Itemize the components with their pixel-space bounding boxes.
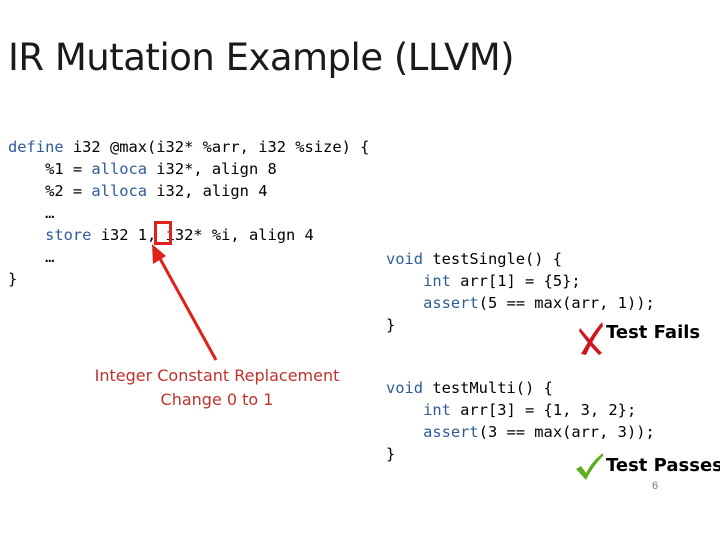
page-number: 6 <box>652 480 659 492</box>
code-line: } <box>8 268 369 290</box>
code-line: } <box>386 443 655 465</box>
code-text <box>386 294 423 312</box>
code-keyword: alloca <box>91 160 148 178</box>
code-line: %2 = alloca i32, align 4 <box>8 180 369 202</box>
test-fails-label: Test Fails <box>606 322 701 343</box>
code-text: %2 = <box>8 182 92 200</box>
code-text: %1 = <box>8 160 92 178</box>
code-text: (3 == max(arr, 3)); <box>478 423 655 441</box>
code-line: assert(3 == max(arr, 3)); <box>386 421 655 443</box>
code-line: define i32 @max(i32* %arr, i32 %size) { <box>8 136 369 158</box>
code-line: assert(5 == max(arr, 1)); <box>386 292 655 314</box>
code-line: void testSingle() { <box>386 248 655 270</box>
code-text: i32 1, i32* %i, align 4 <box>91 226 314 244</box>
code-text: arr[1] = {5}; <box>450 272 581 290</box>
code-keyword: define <box>8 138 64 156</box>
annotation-line: Change 0 to 1 <box>160 390 274 409</box>
code-line: } <box>386 314 655 336</box>
llvm-ir-code: define i32 @max(i32* %arr, i32 %size) { … <box>8 136 369 290</box>
code-text <box>386 272 423 290</box>
mutation-highlight-box <box>154 221 172 245</box>
code-text: } <box>8 270 18 288</box>
test-single-code: void testSingle() { int arr[1] = {5}; as… <box>386 248 655 336</box>
code-keyword: assert <box>423 294 479 312</box>
code-line: store i32 1, i32* %i, align 4 <box>8 224 369 246</box>
arrow-line <box>156 254 218 361</box>
code-keyword: int <box>423 272 451 290</box>
test-multi-code: void testMulti() { int arr[3] = {1, 3, 2… <box>386 377 655 465</box>
code-text: i32, align 4 <box>147 182 268 200</box>
slide-title: IR Mutation Example (LLVM) <box>8 36 515 79</box>
code-keyword: int <box>423 401 451 419</box>
code-line: int arr[1] = {5}; <box>386 270 655 292</box>
green-check-icon <box>576 453 603 480</box>
mutation-annotation: Integer Constant Replacement Change 0 to… <box>82 364 352 412</box>
code-line: … <box>8 202 369 224</box>
code-text <box>386 401 423 419</box>
code-keyword: assert <box>423 423 479 441</box>
arrow-head <box>152 244 166 264</box>
code-keyword: void <box>386 379 424 397</box>
code-keyword: store <box>45 226 92 244</box>
code-keyword: alloca <box>91 182 148 200</box>
code-text: i32 @max(i32* %arr, i32 %size) { <box>63 138 370 156</box>
code-text <box>386 423 423 441</box>
annotation-line: Integer Constant Replacement <box>94 366 340 385</box>
code-text: } <box>386 316 396 334</box>
code-text: … <box>8 204 55 222</box>
code-text: testMulti() { <box>423 379 553 397</box>
code-line: … <box>8 246 369 268</box>
code-keyword: void <box>386 250 424 268</box>
red-x-icon <box>579 322 603 355</box>
code-text: i32*, align 8 <box>147 160 277 178</box>
code-line: %1 = alloca i32*, align 8 <box>8 158 369 180</box>
code-text: arr[3] = {1, 3, 2}; <box>450 401 637 419</box>
code-text: (5 == max(arr, 1)); <box>478 294 655 312</box>
test-passes-label: Test Passes <box>606 455 720 476</box>
code-text: … <box>8 248 55 266</box>
code-text: testSingle() { <box>423 250 563 268</box>
code-text: } <box>386 445 396 463</box>
code-line: void testMulti() { <box>386 377 655 399</box>
code-line: int arr[3] = {1, 3, 2}; <box>386 399 655 421</box>
